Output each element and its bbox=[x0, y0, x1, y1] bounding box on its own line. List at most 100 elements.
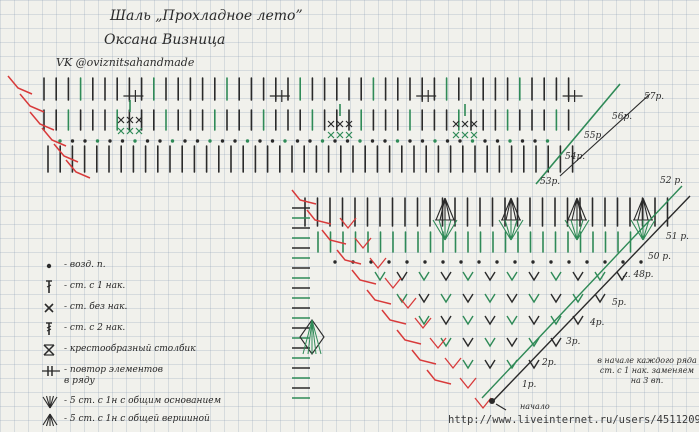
v-stitch-mark bbox=[506, 337, 518, 348]
chain-mark bbox=[120, 139, 125, 143]
v-stitch-mark bbox=[484, 293, 496, 304]
edge-mark bbox=[65, 159, 91, 179]
v-stitch-mark bbox=[414, 317, 432, 330]
edge-mark bbox=[366, 289, 392, 305]
chart-title: Шаль „Прохладное лето” bbox=[110, 8, 303, 24]
chain-mark bbox=[70, 139, 75, 143]
chain-mark bbox=[208, 139, 212, 143]
tr-icon bbox=[46, 322, 52, 335]
legend-row-sc: - ст. без нак. bbox=[42, 300, 262, 316]
legend-row-dc: - ст. с 1 нак. bbox=[42, 279, 262, 295]
sc-mark bbox=[117, 127, 125, 135]
fan-mark bbox=[311, 319, 322, 355]
row-label-5: 5р. bbox=[612, 298, 627, 308]
chain-mark bbox=[295, 139, 300, 143]
edge-mark bbox=[7, 75, 33, 95]
legend-label: - 5 ст. с 1н с общей вершиной bbox=[64, 414, 210, 424]
chain-mark bbox=[603, 260, 607, 264]
chain-mark bbox=[513, 260, 517, 264]
legend-row-repeat: - повтор элементов в ряду bbox=[42, 363, 262, 389]
v-stitch-mark bbox=[506, 293, 518, 304]
row-label-2: 2р. bbox=[542, 358, 557, 368]
repeat-mark bbox=[562, 90, 583, 102]
author-name: Оксана Визница bbox=[104, 32, 226, 48]
legend-label: - ст. с 1 нак. bbox=[64, 281, 126, 291]
sc-mark bbox=[452, 131, 460, 139]
chain-mark bbox=[387, 260, 391, 264]
legend-label: - возд. п. bbox=[64, 260, 106, 270]
chain-mark bbox=[220, 139, 225, 143]
v-stitch-mark bbox=[444, 357, 462, 370]
v-stitch-mark bbox=[484, 359, 496, 370]
chain-mark bbox=[345, 139, 350, 143]
repeat-mark bbox=[416, 90, 437, 102]
edge-mark bbox=[336, 249, 362, 265]
dc-icon bbox=[46, 280, 52, 293]
edge-mark bbox=[351, 269, 377, 285]
legend-label-continued: в ряду bbox=[64, 376, 95, 386]
fan-mark bbox=[302, 319, 313, 355]
v-stitch-mark bbox=[528, 337, 540, 348]
chain-mark bbox=[333, 139, 337, 143]
edge-mark bbox=[426, 369, 452, 385]
chain-mark bbox=[567, 260, 571, 264]
chain-mark bbox=[58, 139, 62, 143]
edge-mark bbox=[381, 309, 407, 325]
fan-mark bbox=[432, 219, 458, 241]
edge-mark bbox=[53, 143, 79, 163]
chain-mark bbox=[333, 260, 337, 264]
v-stitch-mark bbox=[462, 271, 474, 282]
sc-mark bbox=[327, 120, 335, 128]
vk-handle: VK @oviznitsahandmade bbox=[56, 56, 195, 69]
chain-mark bbox=[420, 139, 425, 143]
fan-top-icon bbox=[42, 413, 58, 427]
chain-mark bbox=[183, 139, 187, 143]
chain-mark bbox=[408, 139, 412, 143]
chain-mark bbox=[470, 139, 475, 143]
v-stitch-mark bbox=[462, 315, 474, 326]
chain-mark bbox=[245, 139, 250, 143]
v-stitch-mark bbox=[440, 337, 452, 348]
sc-mark bbox=[470, 131, 478, 139]
fan-mark bbox=[498, 219, 524, 241]
edge-mark bbox=[321, 229, 347, 245]
row-label-51: 51 р. bbox=[666, 232, 689, 242]
sc-mark bbox=[461, 120, 469, 128]
chain-mark bbox=[233, 139, 237, 143]
sc-icon bbox=[44, 303, 54, 313]
chain-mark bbox=[83, 139, 87, 143]
repeat-mark bbox=[123, 90, 144, 102]
v-stitch-mark bbox=[369, 257, 387, 270]
v-stitch-mark bbox=[374, 271, 386, 282]
chain-mark bbox=[458, 139, 462, 143]
v-stitch-mark bbox=[572, 271, 584, 282]
chain-mark bbox=[533, 139, 537, 143]
row-start-note: в начале каждого ряда ст. с 1 нак. замен… bbox=[597, 356, 697, 385]
v-stitch-mark bbox=[399, 297, 417, 310]
legend-label: - ст. без нак. bbox=[64, 302, 128, 312]
legend-row-fan-top: - 5 ст. с 1н с общей вершиной bbox=[42, 412, 262, 428]
legend-label: - повтор элементов bbox=[64, 365, 163, 375]
chain-mark bbox=[270, 139, 275, 143]
fan-mark bbox=[564, 219, 590, 241]
v-stitch-mark bbox=[528, 271, 540, 282]
row-label-57: 57р. bbox=[644, 92, 665, 102]
sc-mark bbox=[336, 120, 344, 128]
edge-mark bbox=[396, 329, 422, 345]
chain-mark bbox=[108, 139, 112, 143]
chain-mark bbox=[405, 260, 409, 264]
start-arrow bbox=[495, 403, 507, 411]
chain-mark bbox=[370, 139, 375, 143]
sc-mark bbox=[345, 131, 353, 139]
chain-mark bbox=[508, 139, 512, 143]
row-label-50: 50 р. bbox=[648, 252, 671, 262]
chain-mark bbox=[495, 139, 500, 143]
sc-mark bbox=[470, 120, 478, 128]
chain-mark bbox=[95, 139, 100, 143]
legend-row-cross: - крестообразный столбик bbox=[42, 342, 262, 358]
fan-mark bbox=[501, 197, 521, 221]
edge-mark bbox=[19, 93, 45, 113]
fan-base-icon bbox=[42, 395, 58, 409]
v-stitch-mark bbox=[506, 315, 518, 326]
